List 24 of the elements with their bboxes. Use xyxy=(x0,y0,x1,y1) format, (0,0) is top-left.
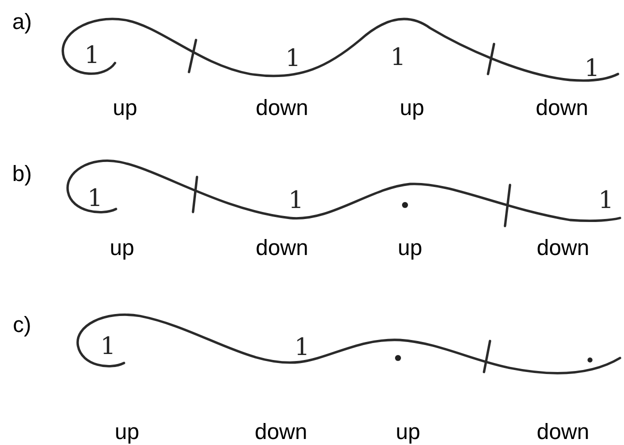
beat-number: 1 xyxy=(285,46,301,70)
beat-number: 1 xyxy=(390,45,406,69)
direction-word: down xyxy=(536,421,590,443)
direction-word: up xyxy=(114,421,140,443)
direction-word: down xyxy=(256,97,308,119)
direction-word: down xyxy=(254,421,308,443)
direction-word: down xyxy=(536,237,590,259)
beat-number: 1 xyxy=(100,334,116,358)
direction-word: up xyxy=(112,97,138,119)
beat-number: 1 xyxy=(87,186,103,210)
direction-word: down xyxy=(256,237,308,259)
beat-number: 1 xyxy=(84,43,100,67)
direction-word: up xyxy=(398,237,422,259)
beat-number: 1 xyxy=(288,188,304,212)
beat-number: 1 xyxy=(584,56,600,80)
panel-label: c) xyxy=(12,314,32,336)
direction-word: up xyxy=(110,237,134,259)
panel-label: b) xyxy=(12,163,32,185)
direction-word: down xyxy=(536,97,588,119)
direction-word: up xyxy=(400,97,424,119)
beat-number: 1 xyxy=(294,335,310,359)
beat-number: 1 xyxy=(598,188,614,212)
direction-word: up xyxy=(396,421,420,443)
panel-label: a) xyxy=(12,11,32,33)
